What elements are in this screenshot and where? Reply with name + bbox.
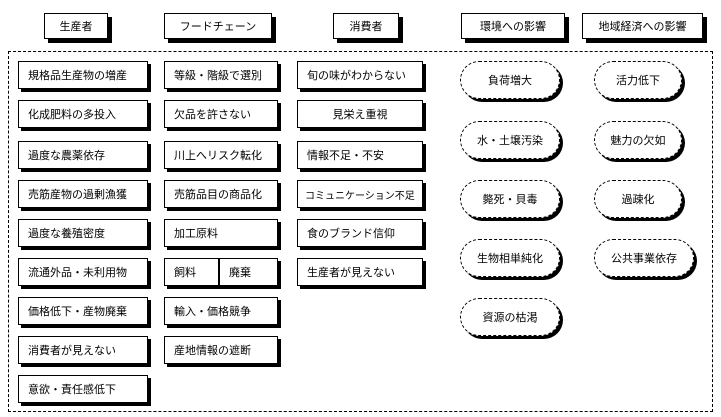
economy-item: 魅力の欠如 bbox=[594, 121, 682, 159]
header-consumer: 消費者 bbox=[333, 13, 399, 39]
food-chain-item: 産地情報の遮断 bbox=[164, 336, 278, 364]
economy-item: 活力低下 bbox=[594, 61, 682, 99]
food-chain-item: 売筋品目の商品化 bbox=[164, 180, 278, 208]
food-chain-item: 欠品を許さない bbox=[164, 100, 278, 128]
environment-item: 資源の枯渇 bbox=[460, 298, 560, 336]
producer-item: 売筋産物の過剰漁獲 bbox=[18, 180, 148, 208]
food-chain-item: 川上へリスク転化 bbox=[164, 141, 278, 169]
producer-item: 化成肥料の多投入 bbox=[18, 100, 148, 128]
producer-item: 意欲・責任感低下 bbox=[18, 375, 148, 403]
producer-item: 過度な農薬依存 bbox=[18, 141, 148, 169]
food-chain-item-feed: 飼料 bbox=[164, 258, 219, 286]
header-producer: 生産者 bbox=[44, 13, 108, 39]
environment-item: 斃死・貝毒 bbox=[460, 180, 560, 218]
environment-item: 水・土壌汚染 bbox=[460, 121, 560, 159]
header-food-chain: フードチェーン bbox=[164, 13, 272, 39]
consumer-item: 情報不足・不安 bbox=[297, 141, 423, 169]
food-chain-item: 加工原料 bbox=[164, 219, 278, 247]
header-environment: 環境への影響 bbox=[461, 13, 565, 39]
food-chain-item: 等級・階級で選別 bbox=[164, 61, 278, 89]
consumer-item: 食のブランド信仰 bbox=[297, 219, 423, 247]
consumer-item: 生産者が見えない bbox=[297, 258, 423, 286]
food-chain-item-waste: 廃棄 bbox=[219, 258, 278, 286]
environment-item: 生物相単純化 bbox=[460, 239, 560, 277]
consumer-item: 見栄え重視 bbox=[297, 100, 423, 128]
diagram-frame bbox=[8, 51, 713, 412]
producer-item: 価格低下・産物廃棄 bbox=[18, 297, 148, 325]
environment-item: 負荷増大 bbox=[460, 61, 560, 99]
consumer-item: 旬の味がわからない bbox=[297, 61, 423, 89]
producer-item: 規格品生産物の増産 bbox=[18, 61, 148, 89]
producer-item: 過度な養殖密度 bbox=[18, 219, 148, 247]
consumer-item: コミュニケーション不足 bbox=[297, 180, 423, 208]
producer-item: 流通外品・未利用物 bbox=[18, 258, 148, 286]
food-chain-item: 輸入・価格競争 bbox=[164, 297, 278, 325]
economy-item: 過疎化 bbox=[594, 180, 682, 218]
producer-item: 消費者が見えない bbox=[18, 336, 148, 364]
economy-item: 公共事業依存 bbox=[594, 239, 694, 277]
header-regional-economy: 地域経済への影響 bbox=[582, 13, 703, 39]
